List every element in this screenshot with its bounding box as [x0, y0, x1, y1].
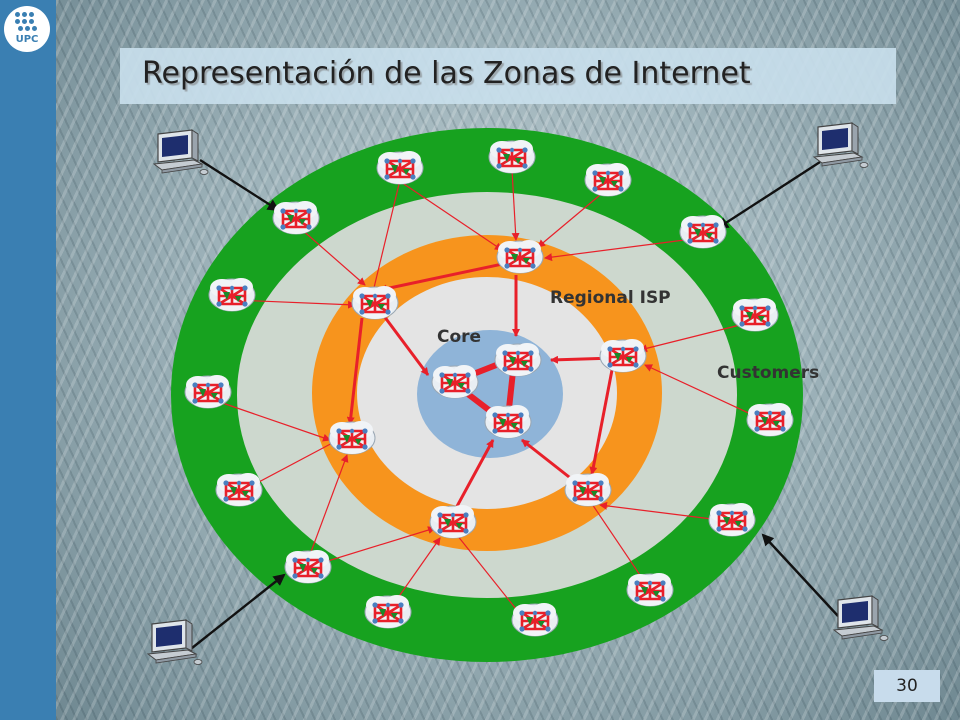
page-title: Representación de las Zonas de Internet: [142, 56, 751, 91]
sidebar-strip: UPC: [0, 0, 56, 720]
link-c3-r: [537, 189, 607, 248]
customers-label: Customers: [717, 363, 819, 383]
link-c12-r: [599, 501, 729, 522]
router-cloud-icon: [207, 276, 257, 313]
regional-isp-label: Regional ISP: [550, 288, 671, 308]
page-number: 30: [874, 670, 940, 702]
link-c2-r: [511, 169, 520, 241]
host-link-bl: [191, 573, 286, 649]
link-c6-r: [544, 237, 701, 262]
link-r1-r2: [379, 260, 513, 293]
host-links: [191, 158, 839, 649]
logo-dots: [15, 12, 39, 32]
link-r5-core: [521, 438, 579, 486]
router-cloud-icon: [598, 337, 648, 374]
router-cloud-icon: [495, 238, 545, 275]
router-cloud-icon: [363, 593, 413, 630]
link-r6-core: [453, 439, 495, 511]
router-cloud-icon: [327, 419, 377, 456]
link-c1-r: [369, 179, 401, 297]
router-cloud-icon: [428, 503, 478, 540]
link-c4-r: [299, 227, 366, 286]
router-cloud-icon: [430, 363, 480, 400]
link-r2-r3: [346, 317, 364, 425]
host-link-tr: [716, 160, 821, 230]
link-c7-r: [233, 299, 356, 309]
router-cloud-icon: [678, 213, 728, 250]
router-cloud-icon: [350, 284, 400, 321]
link-r4-r5: [589, 369, 614, 475]
link-c8-r: [639, 321, 753, 353]
router-cloud-icon: [493, 341, 543, 378]
computer-icon: [833, 595, 889, 642]
computer-icon: [813, 122, 869, 169]
router-cloud-icon: [487, 138, 537, 175]
router-cloud-icon: [375, 149, 425, 186]
computer-icon: [153, 129, 209, 176]
link-c16-r: [452, 529, 521, 615]
title-bar: Representación de las Zonas de Internet: [120, 48, 896, 104]
router-cloud-icon: [214, 471, 264, 508]
link-c10-r: [644, 364, 769, 423]
link-c13-r: [304, 454, 349, 569]
router-cloud-icon: [483, 403, 533, 440]
logo-text: UPC: [15, 34, 39, 45]
upc-logo: UPC: [4, 6, 50, 52]
link-c9-r: [207, 397, 331, 442]
link-c5-r: [397, 179, 503, 251]
router-cloud-icon: [583, 161, 633, 198]
computer-icon: [147, 619, 203, 666]
router-cloud-icon: [745, 401, 795, 438]
host-link-br: [761, 533, 839, 617]
router-cloud-icon: [183, 373, 233, 410]
regional-links: [346, 260, 616, 511]
router-cloud-icon: [563, 471, 613, 508]
router-cloud-icon: [707, 501, 757, 538]
router-cloud-icon: [625, 571, 675, 608]
router-cloud-icon: [510, 601, 560, 638]
host-link-tl: [199, 158, 280, 212]
router-cloud-icon: [271, 199, 321, 236]
core-label: Core: [437, 327, 481, 347]
router-cloud-icon: [730, 296, 780, 333]
router-cloud-icon: [283, 548, 333, 585]
